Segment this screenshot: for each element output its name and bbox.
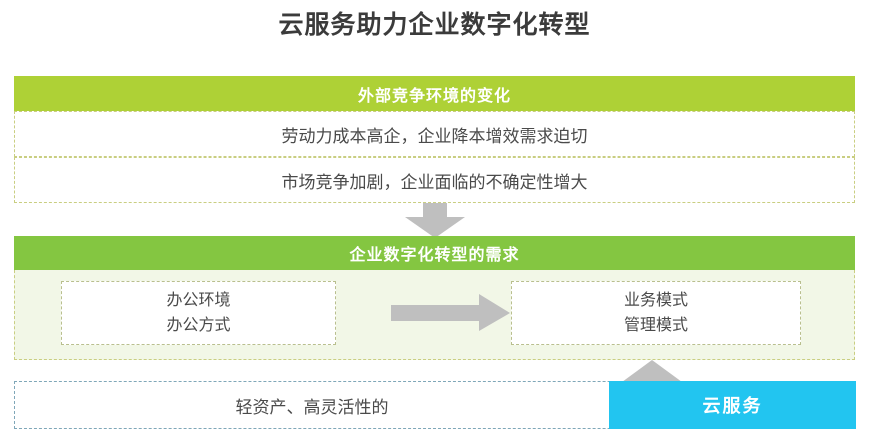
business-line-2: 管理模式: [623, 317, 688, 334]
block-demand-header: 企业数字化转型的需求: [14, 236, 855, 270]
cloud-attribute-label: 轻资产、高灵活性的: [235, 397, 389, 417]
arrow-down-icon: [404, 203, 466, 239]
demand-body: 办公环境 办公方式 业务模式 管理模式: [14, 270, 855, 360]
cloud-row: 轻资产、高灵活性的 云服务: [14, 381, 856, 429]
block-external-header: 外部竞争环境的变化: [14, 76, 855, 111]
inner-box-office: 办公环境 办公方式: [61, 281, 336, 345]
cloud-service-badge: 云服务: [609, 381, 856, 429]
inner-box-business: 业务模式 管理模式: [511, 281, 801, 345]
external-row-2: 市场竞争加剧，企业面临的不确定性增大: [14, 157, 855, 203]
office-line-2: 办公方式: [166, 317, 231, 334]
block-external-environment: 外部竞争环境的变化 劳动力成本高企，企业降本增效需求迫切 市场竞争加剧，企业面临…: [14, 76, 855, 203]
page-title: 云服务助力企业数字化转型: [278, 11, 591, 39]
block-cloud-service: 轻资产、高灵活性的 云服务: [14, 381, 856, 429]
office-line-1: 办公环境: [166, 292, 231, 309]
block-transformation-demand: 企业数字化转型的需求 办公环境 办公方式 业务模式 管理模式: [14, 236, 855, 360]
external-row-1: 劳动力成本高企，企业降本增效需求迫切: [14, 111, 855, 157]
arrow-right-icon: [391, 294, 511, 332]
business-line-1: 业务模式: [623, 292, 688, 309]
